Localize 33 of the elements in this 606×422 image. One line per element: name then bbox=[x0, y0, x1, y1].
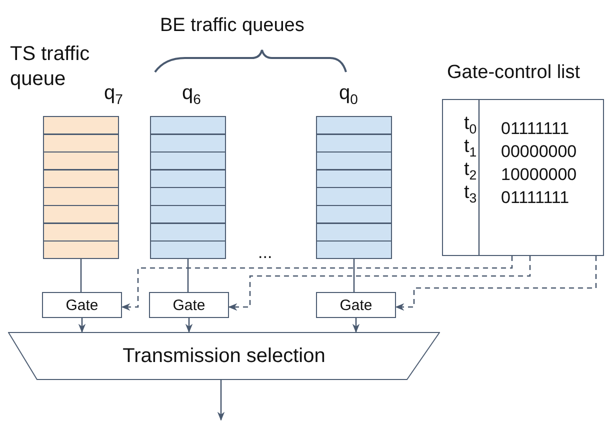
connector-line bbox=[80, 259, 82, 292]
time-slot-label: t$_{0}$ bbox=[464, 112, 477, 136]
arrow bbox=[217, 380, 225, 421]
gate-bits: 01111111 bbox=[501, 118, 570, 140]
gate-box: Gate bbox=[42, 292, 122, 318]
control-line bbox=[228, 256, 531, 311]
list-heading: Gate-control list bbox=[447, 62, 580, 84]
queue-box bbox=[43, 116, 119, 259]
arrow bbox=[185, 318, 193, 333]
gate-bits: 00000000 bbox=[501, 141, 577, 162]
queue-label: q$_{6}$ bbox=[182, 82, 201, 105]
arrow bbox=[352, 318, 360, 333]
connector-line bbox=[353, 259, 355, 292]
arrow bbox=[78, 318, 86, 333]
gate-bits: 10000000 bbox=[501, 164, 577, 186]
queue-label: q$_{0}$ bbox=[339, 82, 358, 105]
connector-line bbox=[187, 259, 189, 292]
time-slot-label: t$_{2}$ bbox=[464, 158, 477, 182]
group-label: BE traffic queues bbox=[160, 14, 304, 38]
queue-box bbox=[316, 116, 392, 259]
gate-box: Gate bbox=[149, 292, 229, 318]
time-slot-label: t$_{3}$ bbox=[464, 181, 477, 205]
control-line bbox=[395, 256, 597, 311]
ellipsis-text: ... bbox=[258, 242, 272, 264]
group-label: TS traffic queue bbox=[10, 42, 91, 92]
queue-box bbox=[150, 116, 226, 259]
gate-control-table bbox=[442, 99, 604, 256]
queue-label: q$_{7}$ bbox=[104, 82, 123, 105]
gate-bits: 01111111 bbox=[501, 187, 570, 208]
gate-box: Gate bbox=[316, 292, 396, 318]
control-line bbox=[121, 256, 513, 311]
time-slot-label: t$_{1}$ bbox=[464, 135, 477, 159]
trapezoid-block: Transmission selection bbox=[8, 332, 440, 380]
